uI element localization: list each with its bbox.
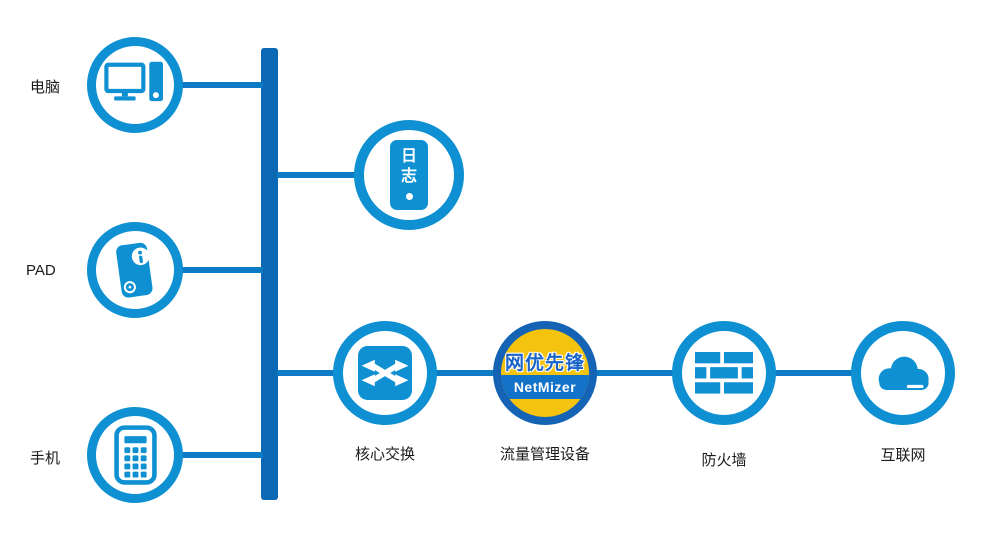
phone-node [87,407,183,503]
desktop-computer-icon [104,61,164,102]
traffic-device-node: 网优先锋 NetMizer [493,321,597,425]
phone-label: 手机 [30,450,61,467]
internet-node [851,321,955,425]
tablet-icon [116,242,153,298]
traffic-device-label: 流量管理设备 [499,446,590,463]
log-char-1: 日 [400,148,417,165]
firewall-node [672,321,776,425]
core-switch-label: 核心交换 [354,446,415,463]
bus-bar [261,48,278,500]
firewall-label: 防火墙 [701,452,747,469]
server-led-dot [405,193,413,200]
connector-pad-bus [179,267,263,273]
connector-bus-switch [277,370,337,376]
netmizer-product-text: NetMizer [513,379,577,395]
internet-label: 互联网 [880,447,926,464]
log-char-2: 志 [400,168,417,185]
computer-label: 电脑 [30,79,61,96]
pad-label: PAD [26,262,56,279]
computer-node [87,37,183,133]
netmizer-brand-text: 网优先锋 [504,353,585,374]
core-switch-node [333,321,437,425]
connector-firewall-internet [774,370,853,376]
log-server-icon: 日 志 [390,140,428,210]
firewall-brick-icon [695,352,753,394]
connector-device-firewall [595,370,674,376]
connector-switch-device [435,370,495,376]
connector-phone-bus [179,452,263,458]
connector-bus-log [277,172,356,178]
core-switch-icon [358,346,412,400]
pad-node [87,222,183,318]
connector-computer-bus [179,82,263,88]
cloud-icon [878,356,929,391]
netmizer-band: NetMizer [501,375,589,399]
log-server-node: 日 志 [354,120,464,230]
phone-keypad-icon [113,425,157,485]
